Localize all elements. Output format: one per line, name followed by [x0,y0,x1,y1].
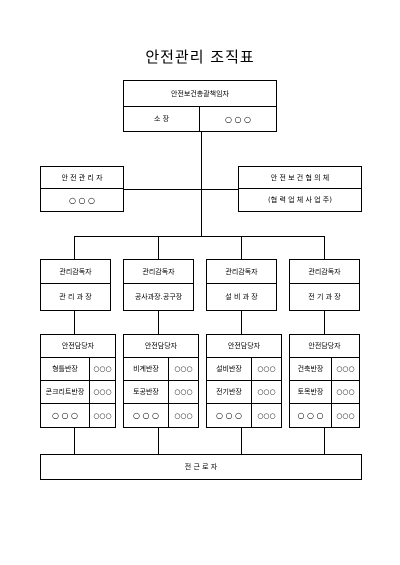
team-role: 설비반장 [207,358,252,381]
supervisor-box-2: 관리감독자 공사과장.공구장 [123,259,194,311]
connector-sup-team-3 [241,311,242,334]
supervisor-header: 관리감독자 [124,260,193,284]
connector-team-workers-4 [324,428,325,454]
team-member: ○○○ [169,381,198,404]
team-role: 콘크리트반장 [41,381,90,404]
team-role: ○ ○ ○ [41,404,90,427]
connector-sup-team-4 [324,311,325,334]
team-box-4: 안전담당자 건축반장 ○○○ 토목반장 ○○○ ○ ○ ○ ○○○ [289,334,360,428]
team-role: ○ ○ ○ [207,404,252,427]
connector-drop-3 [241,236,242,259]
safety-manager-value: ○ ○ ○ [68,195,96,205]
team-member: ○○○ [336,411,355,420]
supervisor-dept: 전 기 과 장 [308,293,341,301]
supervisor-header: 관리감독자 [207,260,276,284]
team-member: ○○○ [252,358,281,381]
connector-drop-1 [74,236,75,259]
team-header: 안전담당자 [207,335,281,358]
supervisor-dept: 공사과장.공구장 [134,293,183,301]
connector-sup-team-2 [158,311,159,334]
team-box-2: 안전담당자 비계반장 ○○○ 토공반장 ○○○ ○ ○ ○ ○○○ [123,334,199,428]
team-member: ○○○ [90,358,115,381]
connector-sup-team-1 [74,311,75,334]
team-member: ○○○ [332,381,359,404]
connector-main-vertical [201,132,202,236]
chief-box: 안전보건총괄책임자 소 장 ○ ○ ○ [123,80,277,132]
supervisor-box-4: 관리감독자 전 기 과 장 [289,259,360,311]
supervisor-dept: 설 비 과 장 [225,293,258,301]
council-box: 안 전 보 건 협 의 체 (협 력 업 체 사 업 주) [238,166,362,212]
connector-team-workers-3 [241,428,242,454]
council-header: 안 전 보 건 협 의 체 [239,167,361,189]
council-value: (협 력 업 체 사 업 주) [268,196,332,204]
team-role: 비계반장 [124,358,169,381]
workers-label: 전 근 로 자 [184,463,218,471]
team-member: ○○○ [90,381,115,404]
supervisor-header: 관리감독자 [290,260,359,284]
team-member: ○○○ [174,411,193,420]
chief-header: 안전보건총괄책임자 [124,81,276,107]
supervisor-box-3: 관리감독자 설 비 과 장 [206,259,277,311]
connector-branch-horizontal [74,236,325,237]
supervisor-header: 관리감독자 [41,260,110,284]
team-role: ○ ○ ○ [290,404,332,427]
connector-drop-4 [324,236,325,259]
team-member: ○○○ [93,411,112,420]
chief-role: 소 장 [124,107,200,131]
team-role: 토목반장 [290,381,332,404]
team-member: ○○○ [257,411,276,420]
team-role: 전기반장 [207,381,252,404]
connector-team-workers-1 [74,428,75,454]
team-member: ○○○ [252,381,281,404]
team-role: ○ ○ ○ [124,404,169,427]
team-member: ○○○ [332,358,359,381]
team-header: 안전담당자 [290,335,359,358]
safety-manager-header: 안 전 관 리 자 [41,167,123,189]
connector-staff-horizontal [124,189,238,190]
workers-box: 전 근 로 자 [40,454,362,480]
page-title: 안전관리 조직표 [145,48,255,66]
chief-name: ○ ○ ○ [224,114,252,124]
team-member: ○○○ [169,358,198,381]
team-box-1: 안전담당자 형틀반장 ○○○ 콘크리트반장 ○○○ ○ ○ ○ ○○○ [40,334,116,428]
supervisor-box-1: 관리감독자 관 리 과 장 [40,259,111,311]
supervisor-dept: 관 리 과 장 [59,293,92,301]
team-header: 안전담당자 [41,335,115,358]
team-role: 건축반장 [290,358,332,381]
team-box-3: 안전담당자 설비반장 ○○○ 전기반장 ○○○ ○ ○ ○ ○○○ [206,334,282,428]
connector-drop-2 [158,236,159,259]
team-role: 토공반장 [124,381,169,404]
connector-team-workers-2 [158,428,159,454]
team-role: 형틀반장 [41,358,90,381]
safety-manager-box: 안 전 관 리 자 ○ ○ ○ [40,166,124,212]
team-header: 안전담당자 [124,335,198,358]
